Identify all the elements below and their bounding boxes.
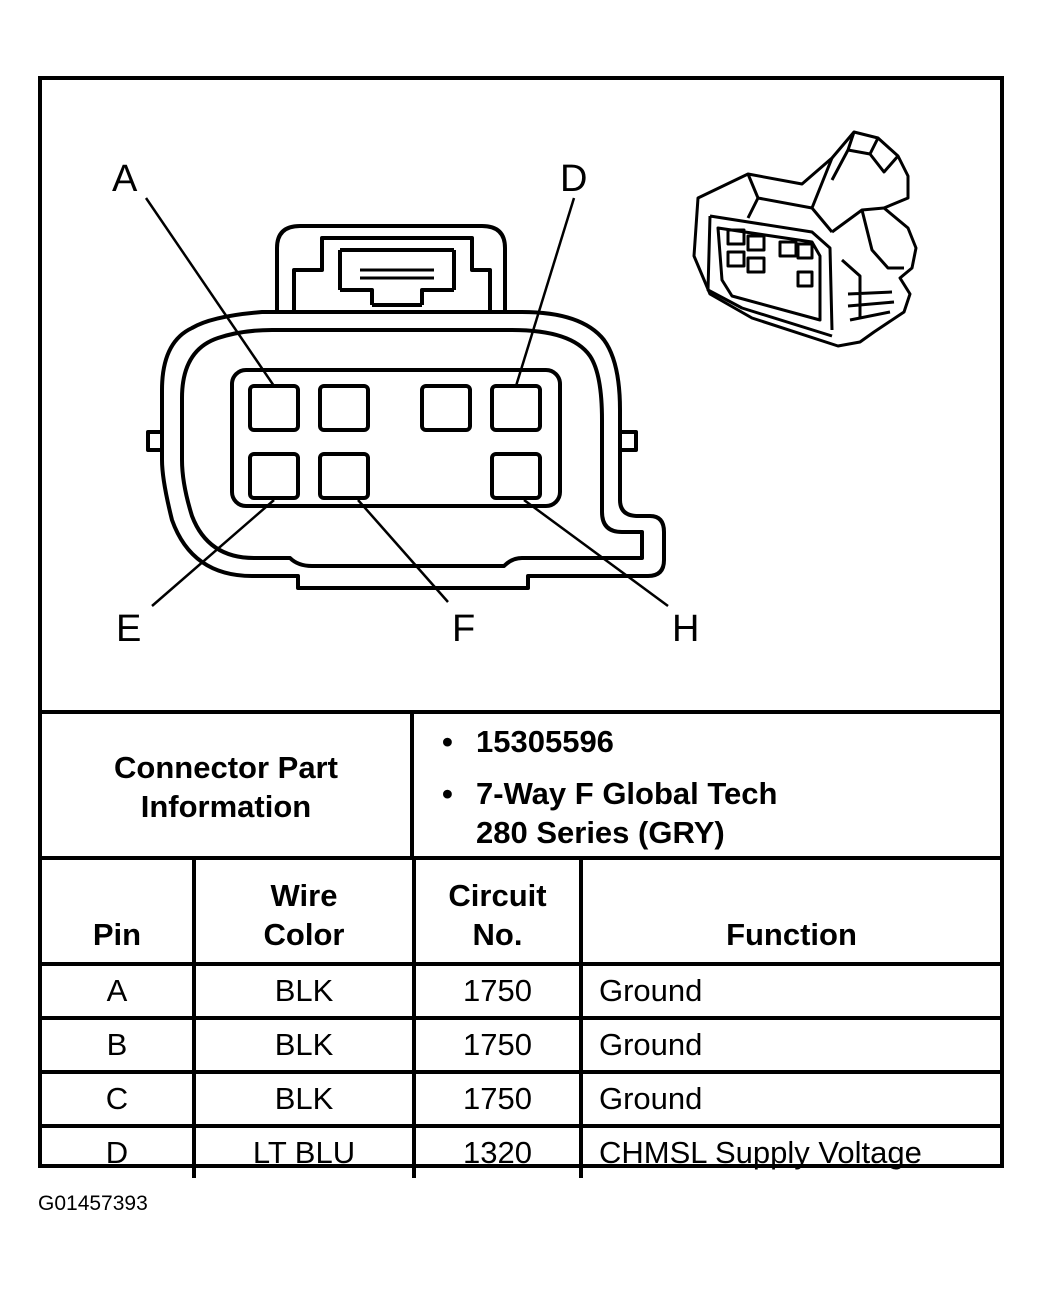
cell-function: CHMSL Supply Voltage	[579, 1124, 1000, 1178]
table-row: C BLK 1750 Ground	[42, 1070, 1000, 1128]
header-wire-color: Wire Color	[192, 856, 416, 966]
cavity-block	[230, 368, 562, 508]
cell-pin: C	[42, 1070, 196, 1128]
cavity-h	[490, 452, 542, 500]
cavity-f	[318, 452, 370, 500]
pin-label-f: F	[452, 608, 476, 650]
cell-wire-color: BLK	[192, 962, 416, 1020]
cavity-e	[248, 452, 300, 500]
cavity-d	[490, 384, 542, 432]
connector-part-info-label-cell: Connector Part Information	[42, 714, 414, 856]
leader-f	[357, 499, 449, 603]
connector-series: 280 Series (GRY)	[476, 815, 725, 850]
cell-pin: D	[42, 1124, 196, 1178]
header-circuit-no: Circuit No.	[412, 856, 583, 966]
cell-circuit-no: 1750	[412, 962, 583, 1020]
part-number-item: • 15305596	[442, 722, 614, 761]
connector-isometric-view	[692, 130, 918, 348]
pin-label-h: H	[672, 608, 700, 650]
leader-d	[514, 197, 576, 387]
cell-wire-color: LT BLU	[192, 1124, 416, 1178]
cell-wire-color: BLK	[192, 1070, 416, 1128]
cell-function: Ground	[579, 1070, 1000, 1128]
table-header-row: Pin Wire Color Circuit No. Function	[42, 856, 1000, 966]
connector-type-item: • 7-Way F Global Tech 280 Series (GRY)	[442, 774, 778, 852]
table-row: A BLK 1750 Ground	[42, 962, 1000, 1020]
header-wire-color-text: Wire Color	[263, 878, 345, 952]
cell-circuit-no: 1750	[412, 1016, 583, 1074]
cavity-b	[318, 384, 370, 432]
figure-id: G01457393	[38, 1192, 148, 1215]
bullet-icon: •	[442, 724, 453, 759]
cell-wire-color: BLK	[192, 1016, 416, 1074]
connector-body-outer	[160, 310, 666, 590]
pin-out-table: Pin Wire Color Circuit No. Function A BL…	[42, 856, 1000, 1178]
connector-part-info-row: Connector Part Information • 15305596 • …	[42, 710, 1000, 856]
cavity-c	[420, 384, 472, 432]
leader-e	[151, 499, 275, 607]
connector-end-view-diagram: A D E F H	[42, 80, 1000, 710]
pin-label-a: A	[112, 158, 138, 200]
latch-housing	[275, 224, 507, 312]
cell-function: Ground	[579, 1016, 1000, 1074]
connector-body-inner	[180, 328, 644, 568]
part-number: 15305596	[476, 724, 614, 759]
leader-a	[144, 197, 276, 387]
bullet-icon: •	[442, 776, 453, 811]
leader-h	[523, 498, 669, 608]
cavity-a	[248, 384, 300, 432]
header-function: Function	[579, 856, 1000, 966]
cell-pin: B	[42, 1016, 196, 1074]
cell-function: Ground	[579, 962, 1000, 1020]
pin-label-d: D	[560, 158, 588, 200]
side-tab-right	[620, 430, 638, 452]
table-row: D LT BLU 1320 CHMSL Supply Voltage	[42, 1124, 1000, 1178]
header-circuit-no-text: Circuit No.	[448, 878, 547, 952]
latch-inner	[292, 236, 492, 312]
connector-type: 7-Way F Global Tech	[476, 776, 778, 811]
connector-drawing	[144, 130, 918, 608]
side-tab-left	[146, 430, 162, 452]
cell-circuit-no: 1320	[412, 1124, 583, 1178]
connector-part-info-values: • 15305596 • 7-Way F Global Tech 280 Ser…	[414, 714, 1000, 856]
cell-circuit-no: 1750	[412, 1070, 583, 1128]
cell-pin: A	[42, 962, 196, 1020]
header-pin: Pin	[42, 856, 196, 966]
connector-part-info-title: Connector Part Information	[114, 750, 338, 824]
table-row: B BLK 1750 Ground	[42, 1016, 1000, 1074]
pin-label-e: E	[116, 608, 142, 650]
connector-figure-frame: A D E F H Connector Part Information • 1…	[38, 76, 1004, 1178]
